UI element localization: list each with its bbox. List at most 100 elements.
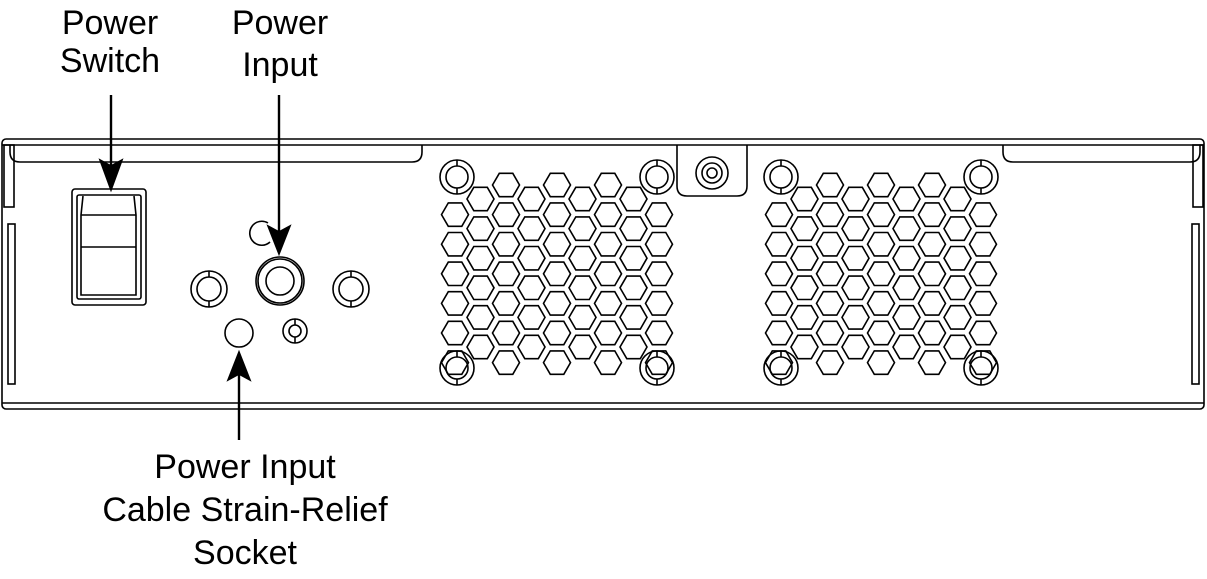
vent-hole xyxy=(517,304,546,330)
vent-hole xyxy=(866,231,896,257)
vent-hole xyxy=(568,216,597,242)
vent-hole xyxy=(568,245,597,271)
arrow-power-input xyxy=(266,95,292,257)
vent-hole xyxy=(764,231,794,257)
vent-hole xyxy=(568,334,597,360)
vent-hole xyxy=(815,231,845,257)
fan-screw xyxy=(639,159,675,195)
vent-hole xyxy=(815,350,845,376)
vent-hole xyxy=(440,231,470,257)
small-screw xyxy=(282,318,308,344)
vent-hole xyxy=(593,350,623,376)
vent-hole xyxy=(593,231,623,257)
vent-hole xyxy=(593,261,623,287)
vent-hole xyxy=(491,320,521,346)
vent-hole xyxy=(815,320,845,346)
fan-screw xyxy=(763,350,799,386)
vent-hole xyxy=(440,202,470,228)
vent-hole xyxy=(542,261,572,287)
vent-hole xyxy=(892,216,921,242)
strain-relief-socket[interactable] xyxy=(224,318,254,348)
vent-hole xyxy=(968,202,998,228)
vent-hole xyxy=(593,290,623,316)
vent-hole xyxy=(917,320,947,346)
vent-hole xyxy=(542,231,572,257)
vent-hole xyxy=(491,350,521,376)
vent-hole xyxy=(491,231,521,257)
vent-hole xyxy=(764,320,794,346)
vent-hole xyxy=(866,202,896,228)
vent-hole xyxy=(841,304,870,330)
vent-hole xyxy=(892,245,921,271)
vent-hole xyxy=(542,320,572,346)
vent-hole xyxy=(466,245,495,271)
vent-hole xyxy=(790,275,819,301)
vent-hole xyxy=(466,186,495,212)
label-power-switch-line2: Switch xyxy=(59,42,161,80)
vent-hole xyxy=(619,275,648,301)
vent-hole xyxy=(542,202,572,228)
vent-hole xyxy=(491,290,521,316)
vent-hole xyxy=(542,290,572,316)
vent-hole xyxy=(517,334,546,360)
vent-hole xyxy=(815,261,845,287)
vent-hole xyxy=(866,290,896,316)
vent-hole xyxy=(968,290,998,316)
fan-screw xyxy=(639,350,675,386)
vent-hole xyxy=(593,172,623,198)
vent-hole xyxy=(517,275,546,301)
vent-hole xyxy=(790,245,819,271)
vent-hole xyxy=(491,202,521,228)
vent-hole xyxy=(644,261,674,287)
power-input-connector[interactable] xyxy=(255,256,305,306)
vent-hole xyxy=(943,304,972,330)
vent-hole xyxy=(619,245,648,271)
fan-grille-left xyxy=(439,159,675,386)
label-power-input-line1: Power xyxy=(231,4,329,42)
fan-screw xyxy=(763,159,799,195)
vent-hole xyxy=(466,275,495,301)
vent-hole xyxy=(440,290,470,316)
vent-hole xyxy=(892,304,921,330)
vent-hole xyxy=(466,304,495,330)
vent-hole xyxy=(542,172,572,198)
vent-hole xyxy=(917,350,947,376)
vent-hole xyxy=(943,275,972,301)
vent-hole xyxy=(764,202,794,228)
label-strain-relief-line2: Cable Strain-Relief xyxy=(102,491,388,529)
label-strain-relief: Power Input Cable Strain-Relief Socket xyxy=(60,446,430,575)
vent-hole xyxy=(917,261,947,287)
vent-hole xyxy=(619,334,648,360)
vent-hole xyxy=(440,261,470,287)
mounting-tab xyxy=(676,145,748,197)
power-switch[interactable] xyxy=(71,188,147,306)
vent-hole xyxy=(841,275,870,301)
vent-hole xyxy=(466,334,495,360)
vent-hole xyxy=(815,290,845,316)
vent-hole xyxy=(917,290,947,316)
vent-hole xyxy=(943,334,972,360)
fan-screw xyxy=(439,350,475,386)
vent-hole xyxy=(968,261,998,287)
vent-hole xyxy=(917,231,947,257)
fan-grille-right xyxy=(763,159,999,386)
vent-hole xyxy=(764,290,794,316)
chassis xyxy=(1,138,1205,410)
vent-hole xyxy=(568,186,597,212)
vent-hole xyxy=(790,186,819,212)
label-power-switch-line1: Power xyxy=(61,4,159,42)
vent-hole xyxy=(866,172,896,198)
vent-hole xyxy=(491,261,521,287)
vent-hole xyxy=(917,202,947,228)
vent-hole xyxy=(790,334,819,360)
vent-hole xyxy=(517,186,546,212)
vent-hole xyxy=(764,261,794,287)
vent-hole xyxy=(866,350,896,376)
vent-hole xyxy=(968,231,998,257)
vent-hole xyxy=(466,216,495,242)
mount-hole-right xyxy=(332,270,370,308)
vent-hole xyxy=(815,202,845,228)
fan-screw xyxy=(439,159,475,195)
fan-screw xyxy=(963,159,999,195)
indicator-notch xyxy=(248,220,271,247)
